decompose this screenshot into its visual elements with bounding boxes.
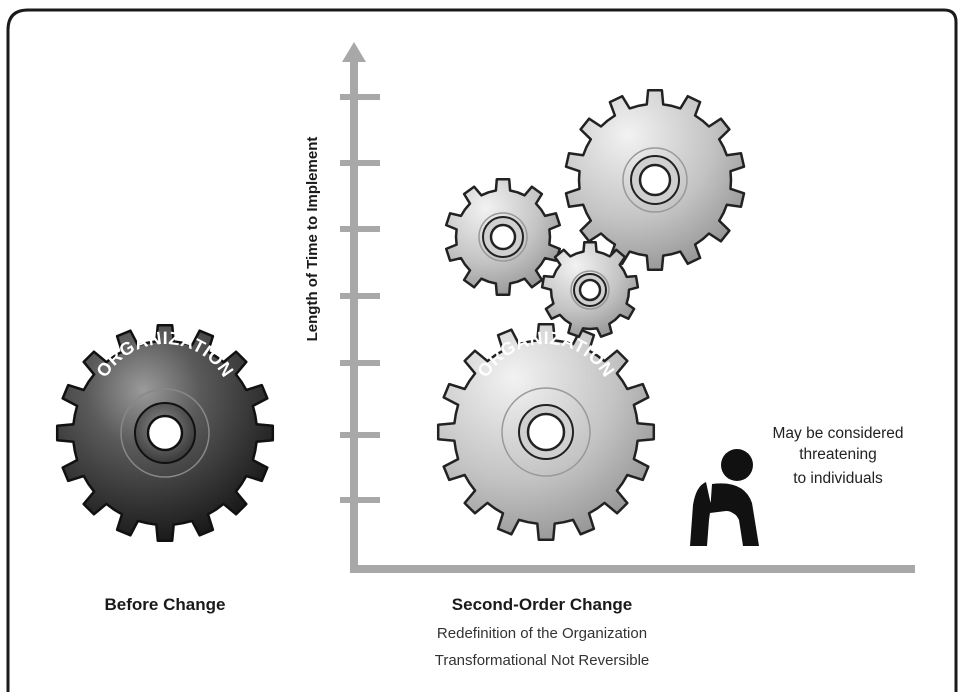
gear-ring — [622, 147, 688, 213]
y-axis-tick — [340, 497, 380, 503]
gear-ring — [120, 388, 210, 478]
sitting-person-icon — [690, 449, 759, 546]
y-axis-ticks — [340, 94, 380, 503]
y-axis-tick — [340, 360, 380, 366]
y-axis — [342, 42, 366, 570]
small-gear-middle — [540, 241, 640, 338]
second-order-line-2: Transformational Not Reversible — [435, 652, 650, 669]
organization-gear-before — [55, 323, 275, 543]
gear-ring — [478, 212, 528, 262]
y-axis-tick — [340, 432, 380, 438]
note-line-1: May be considered — [773, 425, 904, 442]
large-gear-top-right — [564, 89, 746, 271]
x-axis — [350, 565, 915, 573]
note-line-3: to individuals — [793, 470, 883, 487]
y-axis-tick — [340, 160, 380, 166]
gear-hole — [489, 223, 517, 251]
frame-border — [6, 8, 958, 692]
y-axis-tick — [340, 226, 380, 232]
note-line-2: threatening — [799, 446, 877, 463]
gear-ring — [501, 387, 591, 477]
second-order-line-1: Redefinition of the Organization — [437, 625, 647, 642]
gear-hole — [638, 163, 672, 197]
gear-ring — [570, 270, 610, 310]
y-axis-label: Length of Time to Implement — [304, 137, 321, 342]
threat-note: May be considered threatening to individ… — [773, 425, 904, 487]
second-order-change-title: Second-Order Change — [452, 595, 632, 614]
small-gear-left — [444, 178, 562, 296]
gear-hole — [526, 412, 566, 452]
before-change-caption: Before Change — [105, 595, 226, 614]
y-axis-tick — [340, 293, 380, 299]
y-axis-tick — [340, 94, 380, 100]
gear-hole — [146, 414, 184, 452]
gear-hole — [578, 278, 602, 302]
organization-gear-after — [436, 322, 656, 542]
